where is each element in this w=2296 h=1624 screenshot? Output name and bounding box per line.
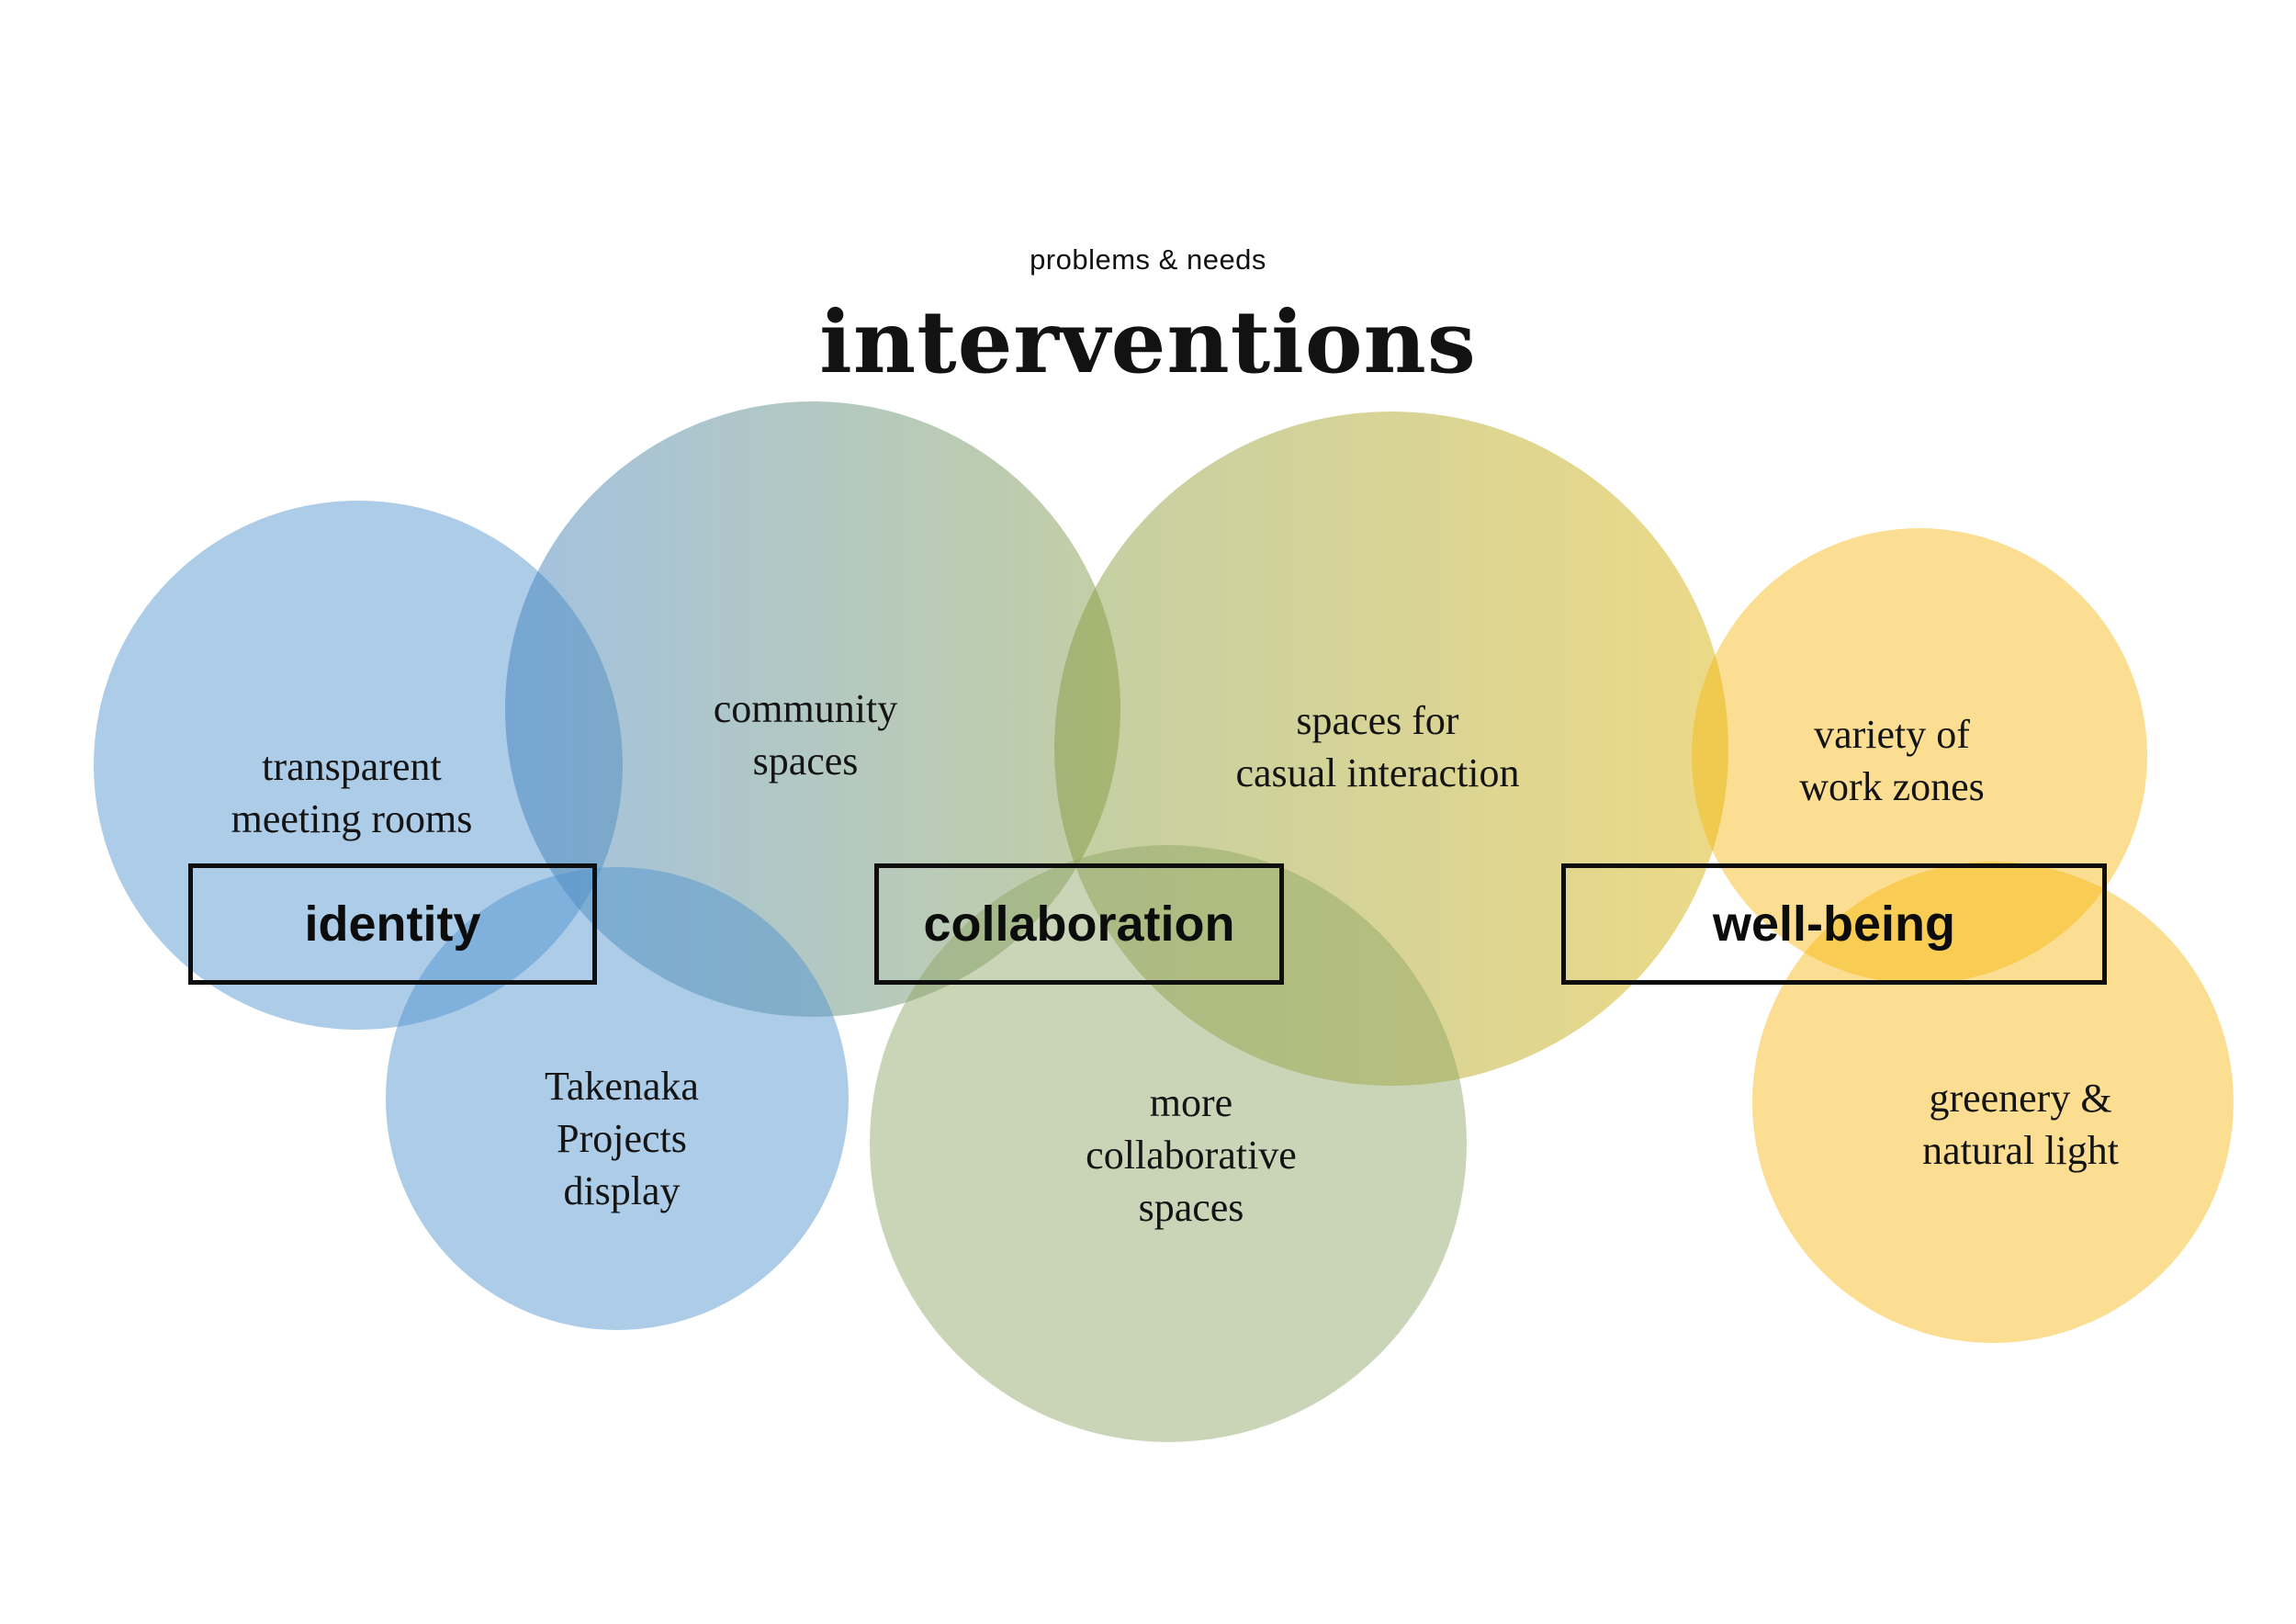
circle-variety-of-work-zones — [1692, 528, 2147, 984]
circle-transparent-meeting-rooms — [94, 501, 623, 1030]
category-box-collaboration: collaboration — [874, 863, 1284, 985]
category-box-well-being: well-being — [1561, 863, 2107, 985]
circle-more-collaborative-spaces — [870, 845, 1467, 1442]
circle-community-spaces — [505, 401, 1120, 1017]
eyebrow-label: problems & needs — [1030, 243, 1266, 276]
label-variety-of-work-zones: variety of work zones — [1799, 711, 1985, 809]
label-community-spaces: community spaces — [713, 685, 898, 784]
category-box-identity: identity — [188, 863, 597, 985]
label-more-collaborative-spaces: more collaborative spaces — [1086, 1080, 1297, 1231]
category-label-well-being: well-being — [1712, 897, 1955, 952]
category-label-identity: identity — [304, 897, 481, 952]
category-label-collaboration: collaboration — [923, 897, 1235, 952]
circle-greenery-natural-light — [1752, 862, 2234, 1343]
label-spaces-for-casual-interaction: spaces for casual interaction — [1235, 697, 1520, 795]
label-transparent-meeting-rooms: transparent meeting rooms — [231, 743, 473, 841]
circle-takenaka-projects-display — [386, 867, 849, 1330]
label-takenaka-projects-display: Takenaka Projects display — [545, 1064, 699, 1214]
page-title: interventions — [819, 292, 1477, 393]
label-greenery-natural-light: greenery & natural light — [1922, 1075, 2119, 1173]
circle-spaces-for-casual-interaction — [1054, 412, 1728, 1086]
